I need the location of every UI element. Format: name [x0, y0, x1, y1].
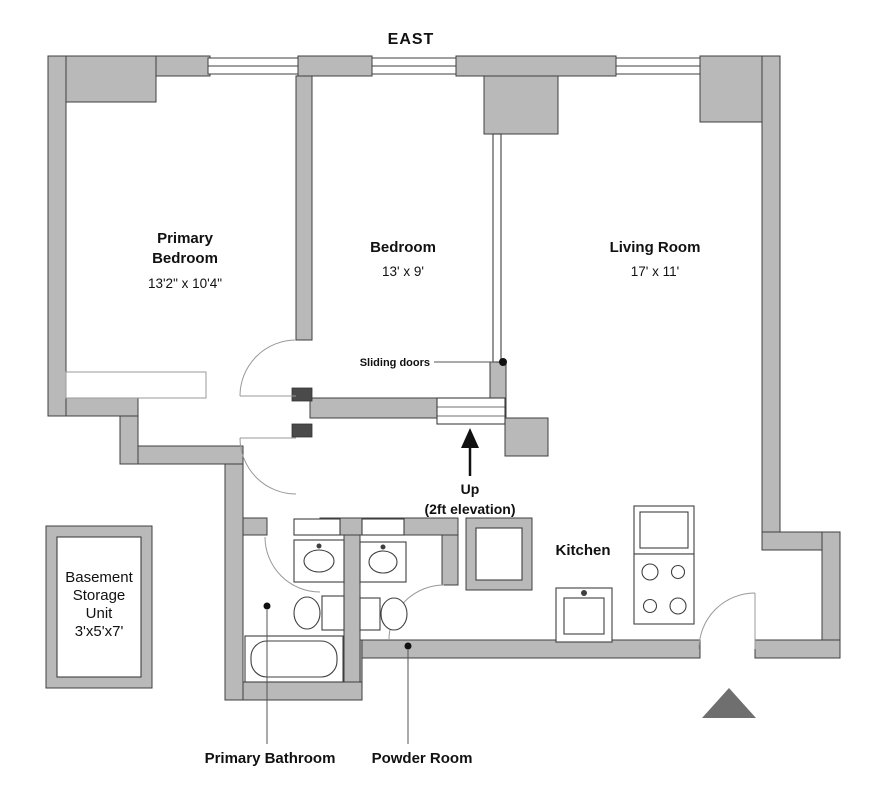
wall-segment [821, 531, 841, 659]
hall-door-arc [239, 437, 297, 495]
storage-label-line4: 3'x5'x7' [75, 623, 124, 640]
stove-icon [633, 553, 695, 625]
living-room-dims: 17' x 11' [631, 264, 679, 279]
room-labels: Primary Bedroom 13'2" x 10'4" Bedroom 13… [148, 230, 700, 767]
primary-bedroom-door-arc [239, 339, 297, 397]
entry-arrow-icon [702, 688, 756, 718]
sliding-door: Sliding doors [360, 133, 507, 369]
wall-segment [441, 534, 459, 586]
powder-toilet-tank-icon [359, 597, 381, 631]
wall-segment [455, 55, 617, 77]
toilet-bowl-icon [293, 596, 321, 630]
powder-sink-icon [368, 550, 398, 574]
sliding-door-track [492, 133, 502, 363]
wall-segment [224, 461, 244, 701]
wall-segment [242, 517, 268, 536]
storage-label-line1: Basement [65, 569, 133, 586]
door-jamb [291, 423, 313, 438]
storage-inner-box [56, 536, 142, 678]
bathroom-door-arc [264, 536, 321, 593]
wall-segment [297, 55, 373, 77]
compass-label: EAST [388, 31, 435, 48]
windows [207, 57, 701, 75]
primary-bathroom-fixtures [244, 518, 345, 683]
wall-segment [47, 55, 67, 417]
wall-segment [295, 75, 313, 341]
bathtub-basin-icon [250, 640, 338, 678]
powder-room-dot [404, 642, 412, 650]
primary-bedroom-name-line2: Bedroom [152, 250, 218, 267]
powder-toilet-bowl-icon [380, 597, 408, 631]
stove-burner-icon [642, 598, 658, 614]
stove-burner-icon [669, 597, 687, 615]
wall-segment [761, 55, 781, 551]
doors [239, 339, 756, 650]
door-jamb [291, 387, 313, 402]
storage-label-line2: Storage [73, 587, 126, 604]
powder-room-fixtures [359, 518, 408, 631]
entry-door-arc [698, 592, 756, 650]
toilet-tank-icon [321, 595, 345, 631]
fridge-icon [475, 527, 523, 581]
bathroom-cabinet-icon [293, 518, 341, 536]
primary-bedroom-dims: 13'2" x 10'4" [148, 276, 222, 291]
bedroom-name: Bedroom [370, 239, 436, 256]
walls [47, 55, 841, 701]
kitchen-name: Kitchen [555, 542, 610, 559]
powder-faucet-icon [380, 544, 386, 550]
wall-segment [155, 55, 211, 77]
kitchen-fixtures [465, 505, 695, 643]
leader-lines [263, 602, 412, 744]
bathroom-faucet-icon [316, 543, 322, 549]
sliding-doors-label: Sliding doors [360, 357, 430, 369]
primary-bedroom-ledge [65, 371, 207, 399]
wall-segment [343, 534, 361, 683]
stove-burner-icon [641, 563, 659, 581]
step-up: Up (2ft elevation) [424, 397, 516, 517]
living-room-name: Living Room [610, 239, 701, 256]
wall-segment [754, 639, 841, 659]
wall-segment [224, 681, 363, 701]
stove-burner-icon [670, 564, 686, 580]
bedroom-dims: 13' x 9' [382, 264, 424, 279]
wall-segment [483, 75, 559, 135]
kitchen-sink-icon [563, 597, 605, 635]
primary-bedroom-name-line1: Primary [157, 230, 214, 247]
up-arrow-head [461, 428, 479, 448]
bathroom-sink-icon [303, 549, 335, 573]
wall-segment [309, 397, 438, 419]
primary-bathroom-name: Primary Bathroom [205, 750, 336, 767]
up-label: Up [461, 481, 480, 497]
storage-label-line3: Unit [86, 605, 114, 622]
powder-room-name: Powder Room [372, 750, 473, 767]
step-platform [436, 397, 506, 425]
powder-cabinet-icon [361, 518, 405, 536]
wall-segment [504, 417, 549, 457]
up-elevation-label: (2ft elevation) [424, 501, 515, 517]
primary-bathroom-dot [263, 602, 271, 610]
kitchen-counter-inner [639, 511, 689, 549]
sliding-door-dot [499, 358, 507, 366]
basement-storage-unit: Basement Storage Unit 3'x5'x7' [45, 525, 153, 689]
kitchen-faucet-icon [581, 590, 587, 596]
